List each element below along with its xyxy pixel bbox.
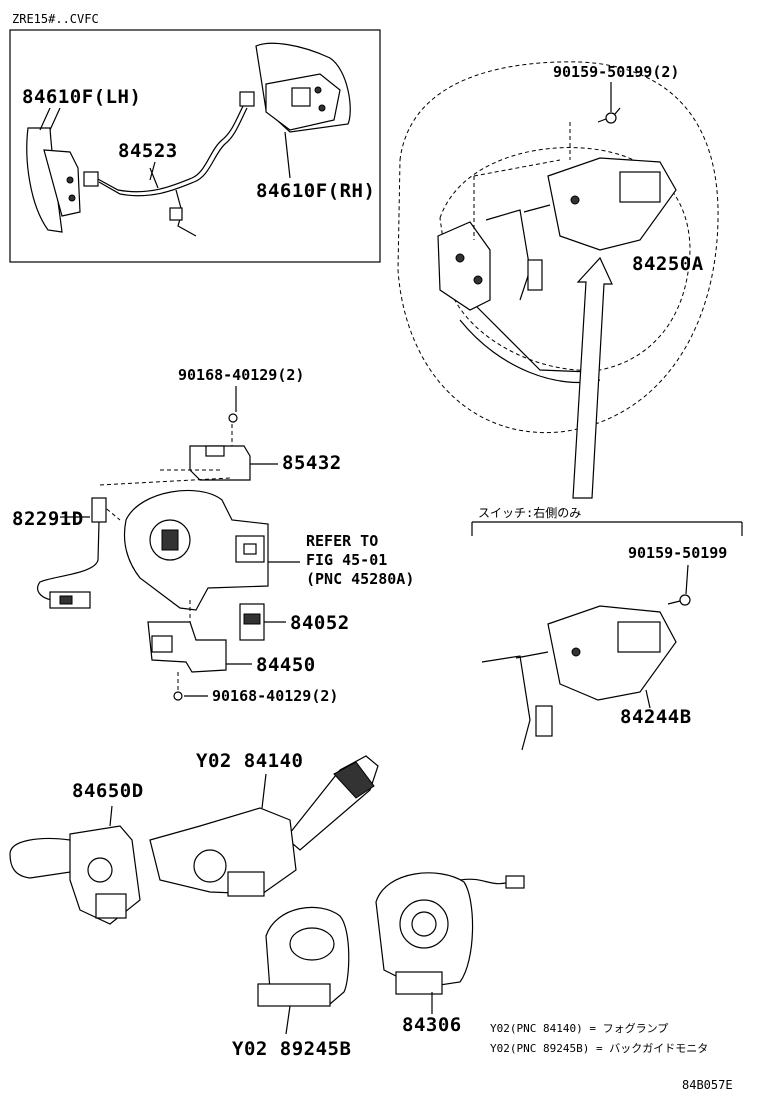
part-90159-50199[interactable]: 90159-50199 (628, 544, 728, 562)
switch-84052-drawing (239, 603, 286, 641)
note-fog-lamp: Y02(PNC 84140) = フォグランプ (490, 1022, 669, 1035)
part-84450[interactable]: 84450 (256, 654, 316, 676)
screw-90159-right-drawing (667, 564, 691, 606)
note-back-guide-monitor: Y02(PNC 89245B) = バックガイドモニタ (490, 1042, 709, 1055)
part-84244b[interactable]: 84244B (620, 706, 692, 728)
spiral-cable-89245b-drawing (257, 906, 350, 1035)
part-90168-40129-top[interactable]: 90168-40129(2) (178, 366, 305, 384)
part-84650d[interactable]: 84650D (72, 780, 144, 802)
part-90168-40129-bottom[interactable]: 90168-40129(2) (212, 687, 339, 705)
inset-box (9, 29, 381, 263)
model-label: ZRE15#..CVFC (12, 12, 99, 26)
refer-line-2: FIG 45-01 (306, 551, 388, 569)
column-lock-drawing (123, 469, 300, 628)
steering-switch-84250a-drawing (437, 122, 677, 311)
part-84052[interactable]: 84052 (290, 612, 350, 634)
part-84610f-lh[interactable]: 84610F(LH) (22, 86, 142, 108)
combination-switch-84650d-drawing (9, 805, 141, 925)
refer-line-3: (PNC 45280A) (306, 570, 415, 588)
part-84306[interactable]: 84306 (402, 1014, 462, 1036)
refer-line-1: REFER TO (306, 532, 379, 550)
direction-arrow-drawing (572, 256, 613, 499)
part-84610f-rh[interactable]: 84610F(RH) (256, 180, 376, 202)
sensor-82291d-drawing (37, 497, 107, 609)
part-89245b[interactable]: Y02 89245B (232, 1038, 352, 1060)
spiral-cable-84306-drawing (375, 872, 525, 1014)
paddle-switch-lh-drawing (26, 107, 81, 233)
part-85432[interactable]: 85432 (282, 452, 342, 474)
harness-84523-drawing (83, 91, 255, 237)
steering-switch-84244b-drawing (481, 605, 677, 751)
figure-code: 84B057E (682, 1078, 733, 1092)
part-84523[interactable]: 84523 (118, 140, 178, 162)
switch-right-only-note: スイッチ:右側のみ (478, 506, 582, 520)
combination-switch-84140-drawing (149, 755, 379, 897)
screw-90168-bottom-drawing (173, 672, 208, 701)
part-84140[interactable]: Y02 84140 (196, 750, 304, 772)
part-84250a[interactable]: 84250A (632, 253, 704, 275)
part-82291d[interactable]: 82291D (12, 508, 84, 530)
sensor-85432-drawing (189, 445, 278, 481)
right-only-bracket (471, 521, 743, 536)
part-90159-50199-2[interactable]: 90159-50199(2) (553, 63, 680, 81)
screw-top-drawing (597, 82, 617, 124)
paddle-switch-rh-drawing (255, 42, 351, 179)
switch-84450-drawing (147, 621, 252, 673)
